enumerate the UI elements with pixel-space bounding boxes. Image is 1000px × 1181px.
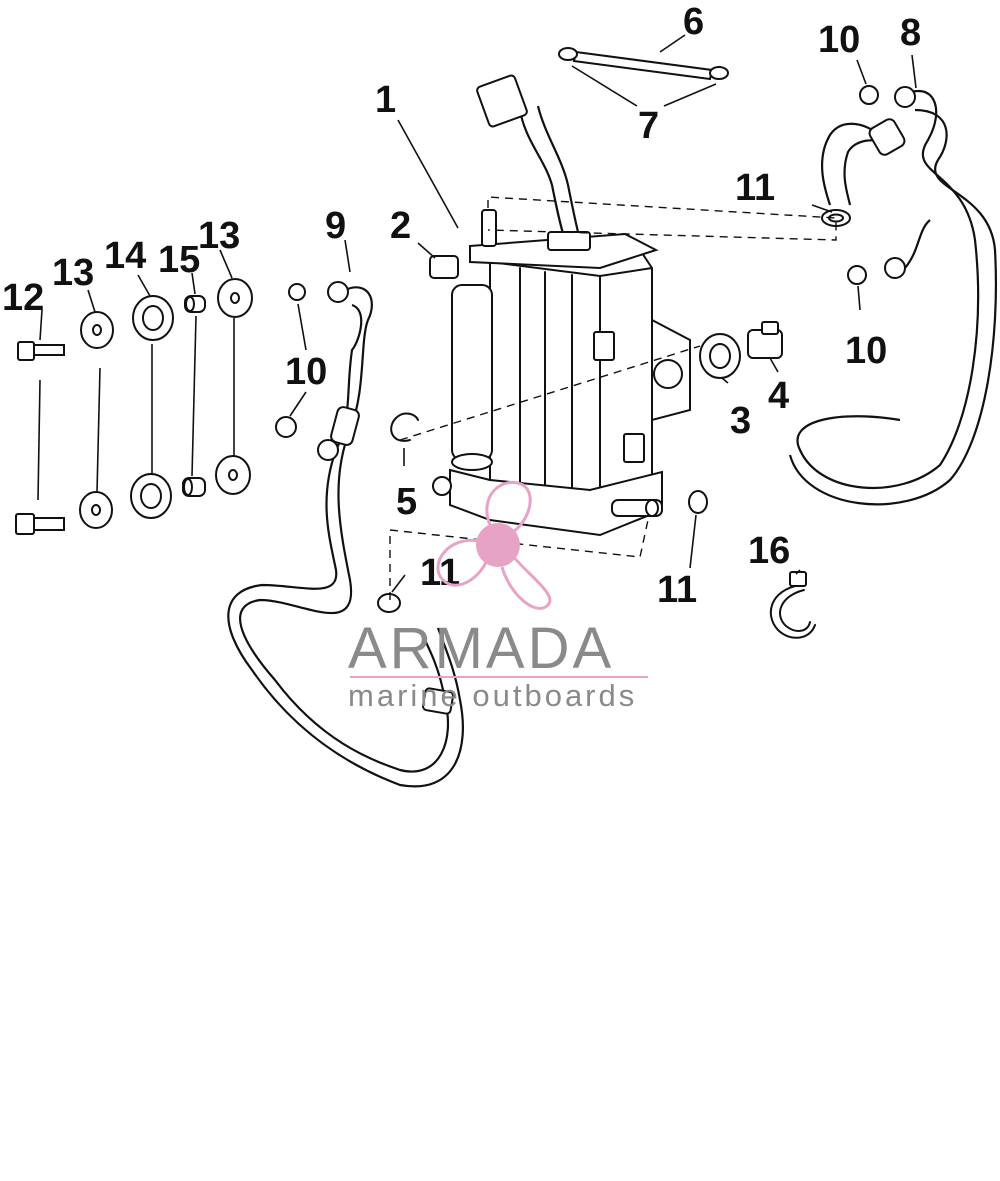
callout-10-b: 10 bbox=[845, 330, 887, 372]
callout-8: 8 bbox=[900, 12, 921, 54]
dashed-assembly-lines bbox=[389, 196, 837, 600]
callout-15: 15 bbox=[158, 239, 200, 281]
leader-lines bbox=[37, 34, 917, 593]
callout-3: 3 bbox=[730, 400, 751, 442]
watermark-title: ARMADA bbox=[348, 616, 614, 681]
callout-11-c: 11 bbox=[657, 569, 697, 611]
part-fitting-2 bbox=[429, 255, 459, 279]
callout-14: 14 bbox=[104, 235, 146, 277]
part-fitting-4 bbox=[747, 321, 783, 359]
callout-11-a: 11 bbox=[735, 167, 775, 209]
part-clip-11-lower bbox=[377, 490, 708, 613]
part-hose-9 bbox=[227, 281, 464, 788]
part-grommets-14 bbox=[130, 295, 174, 519]
callout-12: 12 bbox=[2, 277, 44, 319]
propeller-blade-top bbox=[485, 480, 532, 537]
callout-13-a: 13 bbox=[52, 252, 94, 294]
callout-6: 6 bbox=[683, 1, 704, 43]
part-vapor-separator-1 bbox=[432, 74, 691, 537]
part-grommet-3 bbox=[699, 333, 741, 379]
callout-2: 2 bbox=[390, 205, 411, 247]
callout-10-a: 10 bbox=[818, 19, 860, 61]
part-clip-5 bbox=[390, 412, 419, 442]
part-washers-13 bbox=[79, 278, 253, 529]
propeller-hub bbox=[476, 523, 520, 567]
part-orings-10 bbox=[275, 85, 879, 438]
callout-13-b: 13 bbox=[198, 215, 240, 257]
callout-labels: 1 2 3 4 5 6 7 8 9 10 10 10 11 11 11 12 1… bbox=[2, 1, 921, 611]
watermark-logo: ARMADA marine outboards bbox=[348, 480, 648, 713]
callout-4: 4 bbox=[768, 375, 789, 417]
part-clamp-16 bbox=[769, 571, 816, 639]
callout-9: 9 bbox=[325, 205, 346, 247]
part-collars-15 bbox=[182, 295, 206, 497]
propeller-logo-icon bbox=[436, 480, 552, 610]
callout-7: 7 bbox=[638, 105, 659, 147]
part-tube-6 bbox=[558, 47, 729, 81]
watermark-subtitle: marine outboards bbox=[348, 678, 637, 713]
callout-16: 16 bbox=[748, 530, 790, 572]
part-hose-8 bbox=[788, 86, 998, 506]
propeller-blade-left bbox=[436, 538, 490, 587]
watermark-divider bbox=[350, 676, 648, 678]
callout-1: 1 bbox=[375, 79, 396, 121]
propeller-blade-right bbox=[500, 554, 552, 610]
callout-5: 5 bbox=[396, 481, 417, 523]
callout-10-c: 10 bbox=[285, 351, 327, 393]
part-bolts-12 bbox=[15, 341, 65, 535]
